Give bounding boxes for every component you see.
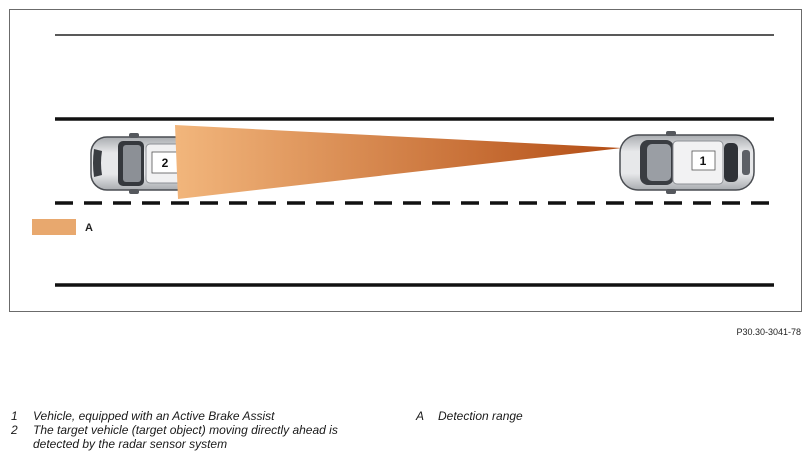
- legend-list-left: 1 Vehicle, equipped with an Active Brake…: [11, 409, 363, 451]
- road-diagram: 2 1 A: [32, 34, 774, 287]
- legend-text: Vehicle, equipped with an Active Brake A…: [33, 409, 275, 423]
- vehicle-1-number: 1: [700, 154, 707, 168]
- figure-reference-code: P30.30-3041-78: [736, 327, 801, 337]
- detection-key-letter: A: [85, 222, 93, 234]
- legend-number: 2: [11, 423, 18, 437]
- vehicle-1: 1: [619, 131, 755, 194]
- legend-number: 1: [11, 409, 18, 423]
- legend-text: Detection range: [438, 409, 523, 423]
- legend-list-right: A Detection range: [416, 409, 768, 423]
- legend-letter: A: [416, 409, 425, 423]
- detection-key-swatch: [32, 219, 76, 235]
- legend-text: The target vehicle (target object) movin…: [33, 423, 338, 451]
- legend-item: 1 Vehicle, equipped with an Active Brake…: [11, 409, 363, 423]
- vehicle-2-number: 2: [162, 156, 169, 170]
- radar-detection-beam: [175, 125, 622, 199]
- legend-item: 2 The target vehicle (target object) mov…: [11, 423, 363, 451]
- legend-item: A Detection range: [416, 409, 768, 423]
- diagram-frame: 2 1 A: [9, 9, 802, 312]
